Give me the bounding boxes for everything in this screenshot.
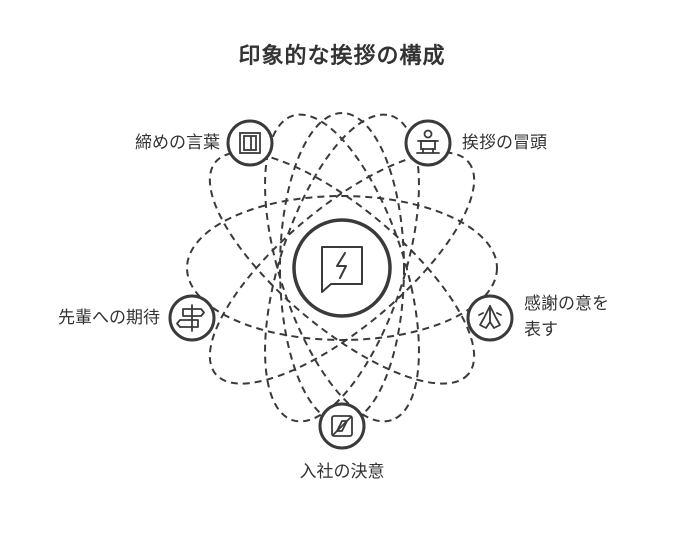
compass-square-icon [331,415,353,437]
label-gratitude-line1: 感謝の意を [524,294,609,314]
node-gratitude [466,294,514,342]
orbit-diagonal-a [208,151,476,385]
node-resolve [318,402,366,450]
podium-speaker-icon [416,129,440,154]
orbit-diagonal-d [264,113,420,423]
praying-hands-icon [478,305,502,329]
label-resolve: 入社の決意 [299,462,385,482]
orbit-horizontal [186,195,498,341]
node-expectations [168,294,216,342]
signpost-icon [176,304,205,332]
label-closing: 締めの言葉 [135,133,220,153]
orbit-vertical [279,112,405,424]
node-opening [404,119,452,167]
orbit-diagonal-c [264,113,420,423]
label-gratitude-line2: 表す [524,320,558,340]
speech-bubble-lightning-icon [321,246,363,293]
center-node [292,218,392,318]
diagram-title: 印象的な挨拶の構成 [238,44,446,69]
node-closing [226,119,274,167]
label-opening: 挨拶の冒頭 [462,133,547,153]
label-expectations: 先輩への期待 [58,308,160,328]
door-icon [239,132,261,154]
orbit-diagonal-b [208,151,476,385]
